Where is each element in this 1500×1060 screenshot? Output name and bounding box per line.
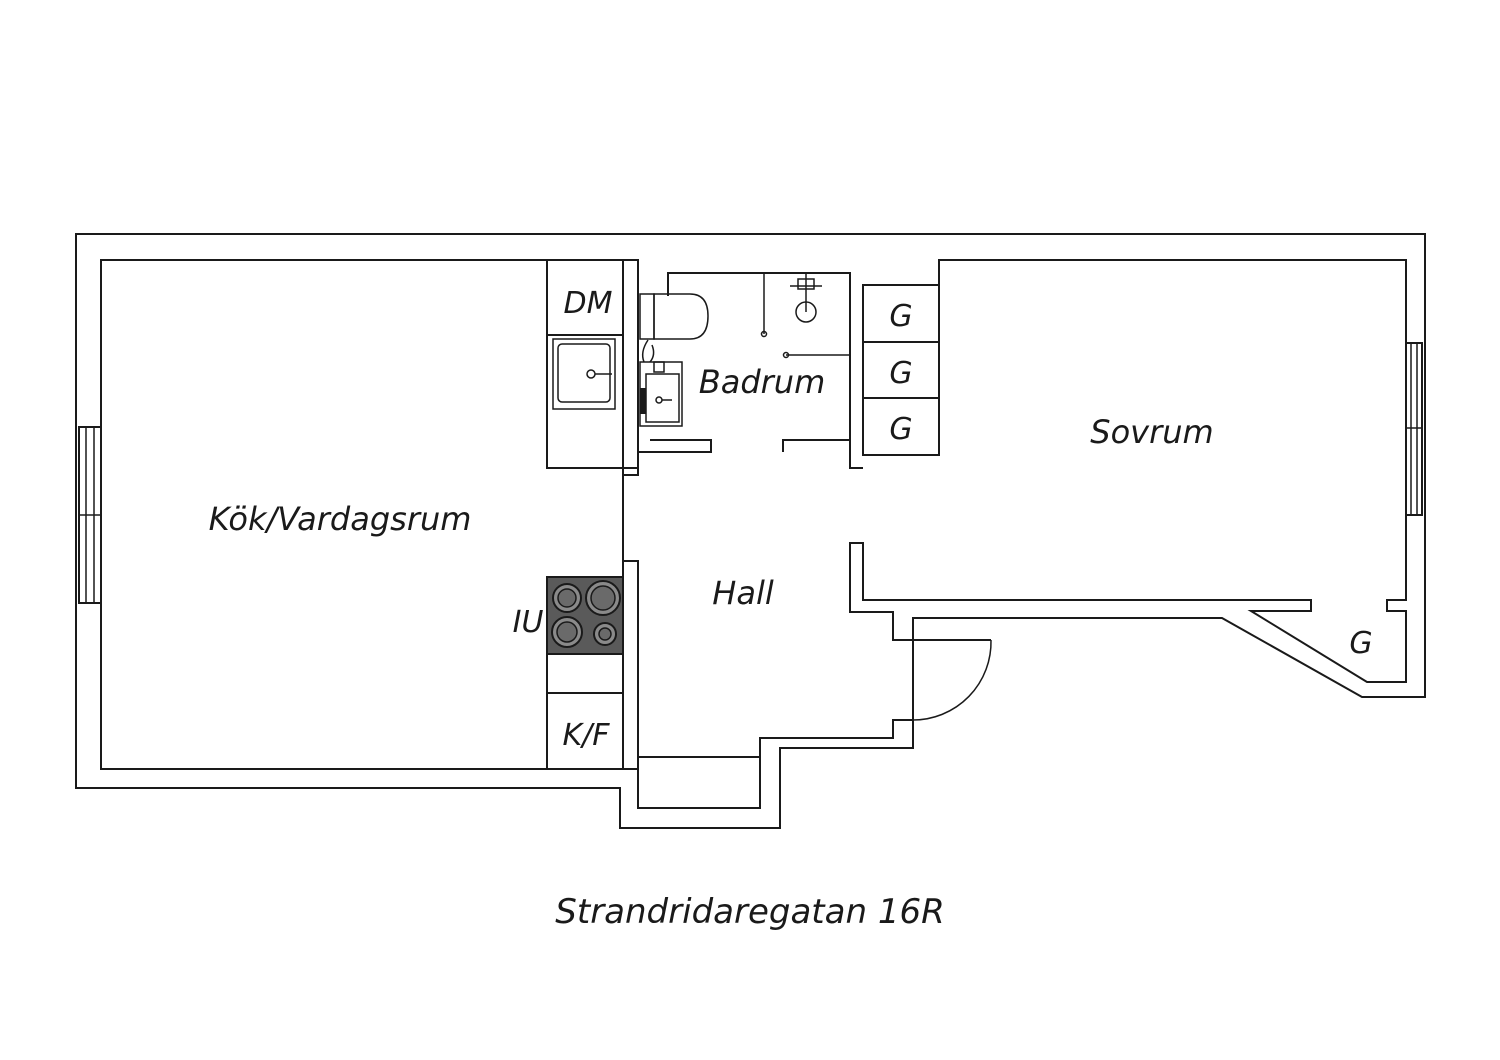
room-label-bedroom: Sovrum [1090,413,1213,451]
shower [760,274,850,359]
bedroom-walls [849,259,1407,683]
room-label-bathroom: Badrum [699,363,825,401]
kitchen-sink [552,338,616,410]
window-right [1405,342,1423,516]
partition-wall-lower [622,560,639,770]
room-label-kitchen-living: Kök/Vardagsrum [209,500,472,538]
fixture-label-dishwasher: DM [564,286,613,321]
kitchen-counter-lower [546,576,624,770]
outer-wall [75,233,1426,829]
window-left [78,426,102,604]
washbasin [639,339,683,427]
toilet [639,293,709,340]
partition-wall-upper [622,259,639,476]
fixture-label-fridge-freezer: K/F [562,718,610,753]
address-caption: Strandridaregatan 16R [555,892,945,932]
fixture-label-cooktop: IU [513,605,544,640]
fixture-label-closet-4: G [1349,626,1372,661]
fixture-label-closet-1: G [889,299,912,334]
fixture-label-closet-2: G [889,356,912,391]
fixture-label-closet-3: G [889,412,912,447]
hall-walls [637,719,913,809]
entrance-door [912,639,992,721]
room-label-hall: Hall [712,574,774,612]
bathroom-walls [623,272,863,469]
